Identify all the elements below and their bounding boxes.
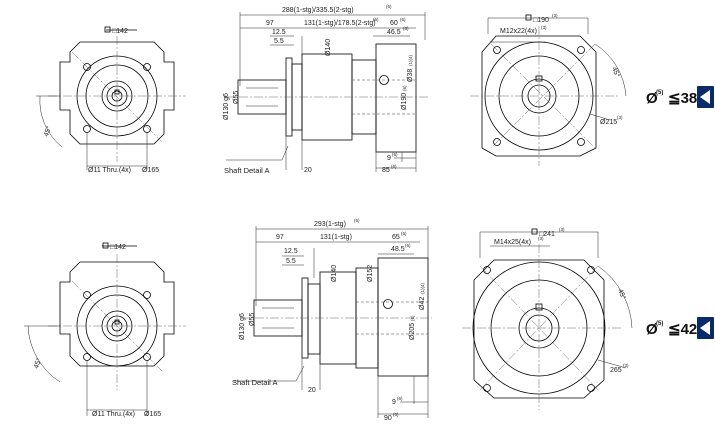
top-right-square-note: (3) bbox=[552, 13, 558, 18]
bottom-dim-130: Ø130 g6 bbox=[239, 313, 246, 340]
top-bore-badge: Ø (5) ≦38 bbox=[646, 86, 714, 108]
top-dim-38-note: (1)(4) bbox=[408, 54, 413, 66]
bottom-overall-length: 293(1-stg) bbox=[314, 221, 346, 228]
bottom-dim-48-5: 48.5 bbox=[391, 246, 405, 253]
top-right-tap-note: (3) bbox=[541, 25, 547, 30]
bottom-dim-9-note: (6) bbox=[397, 396, 403, 401]
top-shaft-detail-label: Shaft Detail A bbox=[224, 166, 269, 175]
top-dim-131: 131(1-stg)/178.5(2-stg) bbox=[304, 20, 376, 27]
top-side-view bbox=[224, 12, 430, 172]
top-dim-12-5: 12.5 bbox=[272, 29, 286, 36]
top-dim-20: 20 bbox=[304, 167, 312, 174]
top-left-flange-view bbox=[36, 26, 186, 170]
top-dim-38: Ø38 bbox=[407, 69, 414, 82]
top-overall-length-note: (6) bbox=[386, 4, 392, 9]
bottom-right-square-dim: □241 bbox=[539, 231, 555, 238]
top-right-pcd-note: (3) bbox=[617, 115, 623, 120]
top-dim-60-note: (6) bbox=[400, 17, 406, 22]
bottom-badge-arrow-icon bbox=[700, 321, 710, 335]
top-dim-85: 85 bbox=[382, 167, 390, 174]
top-dim-9: 9 bbox=[387, 155, 391, 162]
top-left-pcd-dim: Ø165 bbox=[142, 167, 159, 174]
bottom-side-view bbox=[234, 226, 432, 418]
top-dim-9-note: (6) bbox=[392, 152, 398, 157]
bottom-dim-90: 90 bbox=[384, 415, 392, 422]
bottom-dim-140: Ø140 bbox=[331, 265, 338, 282]
bottom-dim-65-note: (6) bbox=[401, 231, 407, 236]
bottom-left-square-dim: □142 bbox=[110, 244, 126, 251]
top-right-tap-dim: M12x22(4x) bbox=[500, 28, 537, 35]
top-dim-60: 60 bbox=[390, 20, 398, 27]
bottom-dim-42-note: (1)(4) bbox=[420, 282, 425, 294]
bottom-dim-152: Ø152 bbox=[367, 265, 374, 282]
top-dim-97: 97 bbox=[266, 20, 274, 27]
bottom-dim-48-5-note: (6) bbox=[405, 243, 411, 248]
bottom-dim-5-5: 5.5 bbox=[286, 258, 296, 265]
bottom-right-angle: 45° bbox=[616, 288, 627, 301]
bottom-right-square-note: (3) bbox=[559, 227, 565, 232]
top-dim-140: Ø140 bbox=[325, 39, 332, 56]
bottom-right-pcd-dim: 265 bbox=[610, 367, 622, 374]
top-dim-190: Ø190 bbox=[401, 93, 408, 110]
top-right-angle: 45° bbox=[610, 66, 621, 79]
top-left-square-dim: □142 bbox=[112, 28, 128, 35]
top-dim-46-5: 46.5 bbox=[387, 29, 401, 36]
bottom-dim-97: 97 bbox=[276, 234, 284, 241]
bottom-dim-9: 9 bbox=[392, 399, 396, 406]
bottom-dim-205-note: (6) bbox=[410, 315, 415, 321]
top-dim-190-note: (6) bbox=[402, 85, 407, 91]
top-right-pcd-dim: Ø215 bbox=[600, 119, 617, 126]
top-dim-130: Ø130 g6 bbox=[223, 93, 230, 120]
top-badge-prefix: Ø bbox=[646, 90, 658, 107]
bottom-dim-42: Ø42 bbox=[419, 297, 426, 310]
bottom-right-tap-note: (3) bbox=[538, 236, 544, 241]
bottom-dim-205: Ø205 bbox=[409, 323, 416, 340]
top-dim-5-5: 5.5 bbox=[274, 38, 284, 45]
bottom-bore-badge: Ø (5) ≦42 bbox=[646, 317, 714, 339]
bottom-dim-131: 131(1-stg) bbox=[320, 234, 352, 241]
bottom-overall-length-note: (6) bbox=[354, 218, 360, 223]
bottom-dim-55: Ø55 bbox=[249, 313, 256, 326]
bottom-shaft-detail-label: Shaft Detail A bbox=[232, 378, 277, 387]
bottom-badge-note: (5) bbox=[656, 321, 663, 327]
bottom-badge-prefix: Ø bbox=[646, 321, 658, 338]
bottom-left-angle: 45° bbox=[32, 357, 43, 370]
bottom-left-holes-dim: Ø11 Thru.(4x) bbox=[92, 411, 135, 418]
bottom-dim-12-5: 12.5 bbox=[284, 248, 298, 255]
top-dim-85-note: (6) bbox=[391, 164, 397, 169]
top-badge-value: ≦38 bbox=[668, 90, 697, 107]
bottom-dim-65: 65 bbox=[392, 234, 400, 241]
bottom-right-pcd-note: (3) bbox=[623, 363, 629, 368]
bottom-badge-value: ≦42 bbox=[668, 321, 697, 338]
top-overall-length: 288(1-stg)/335.5(2-stg) bbox=[282, 7, 354, 14]
top-right-output-view bbox=[470, 14, 627, 166]
top-badge-arrow-icon bbox=[700, 90, 710, 104]
top-dim-55: Ø55 bbox=[233, 91, 240, 104]
top-dim-131-note: (6) bbox=[373, 17, 379, 22]
bottom-left-flange-view bbox=[24, 242, 186, 416]
top-right-square-dim: □190 bbox=[533, 17, 549, 24]
top-left-angle: 45° bbox=[42, 125, 53, 138]
top-badge-note: (5) bbox=[656, 90, 663, 96]
top-dim-46-5-note: (6) bbox=[403, 26, 409, 31]
bottom-right-output-view bbox=[462, 228, 633, 410]
bottom-left-pcd-dim: Ø165 bbox=[144, 411, 161, 418]
top-left-holes-dim: Ø11 Thru.(4x) bbox=[88, 167, 131, 174]
bottom-dim-90-note: (6) bbox=[393, 412, 399, 417]
bottom-right-tap-dim: M14x25(4x) bbox=[494, 239, 531, 246]
bottom-dim-20: 20 bbox=[308, 387, 316, 394]
